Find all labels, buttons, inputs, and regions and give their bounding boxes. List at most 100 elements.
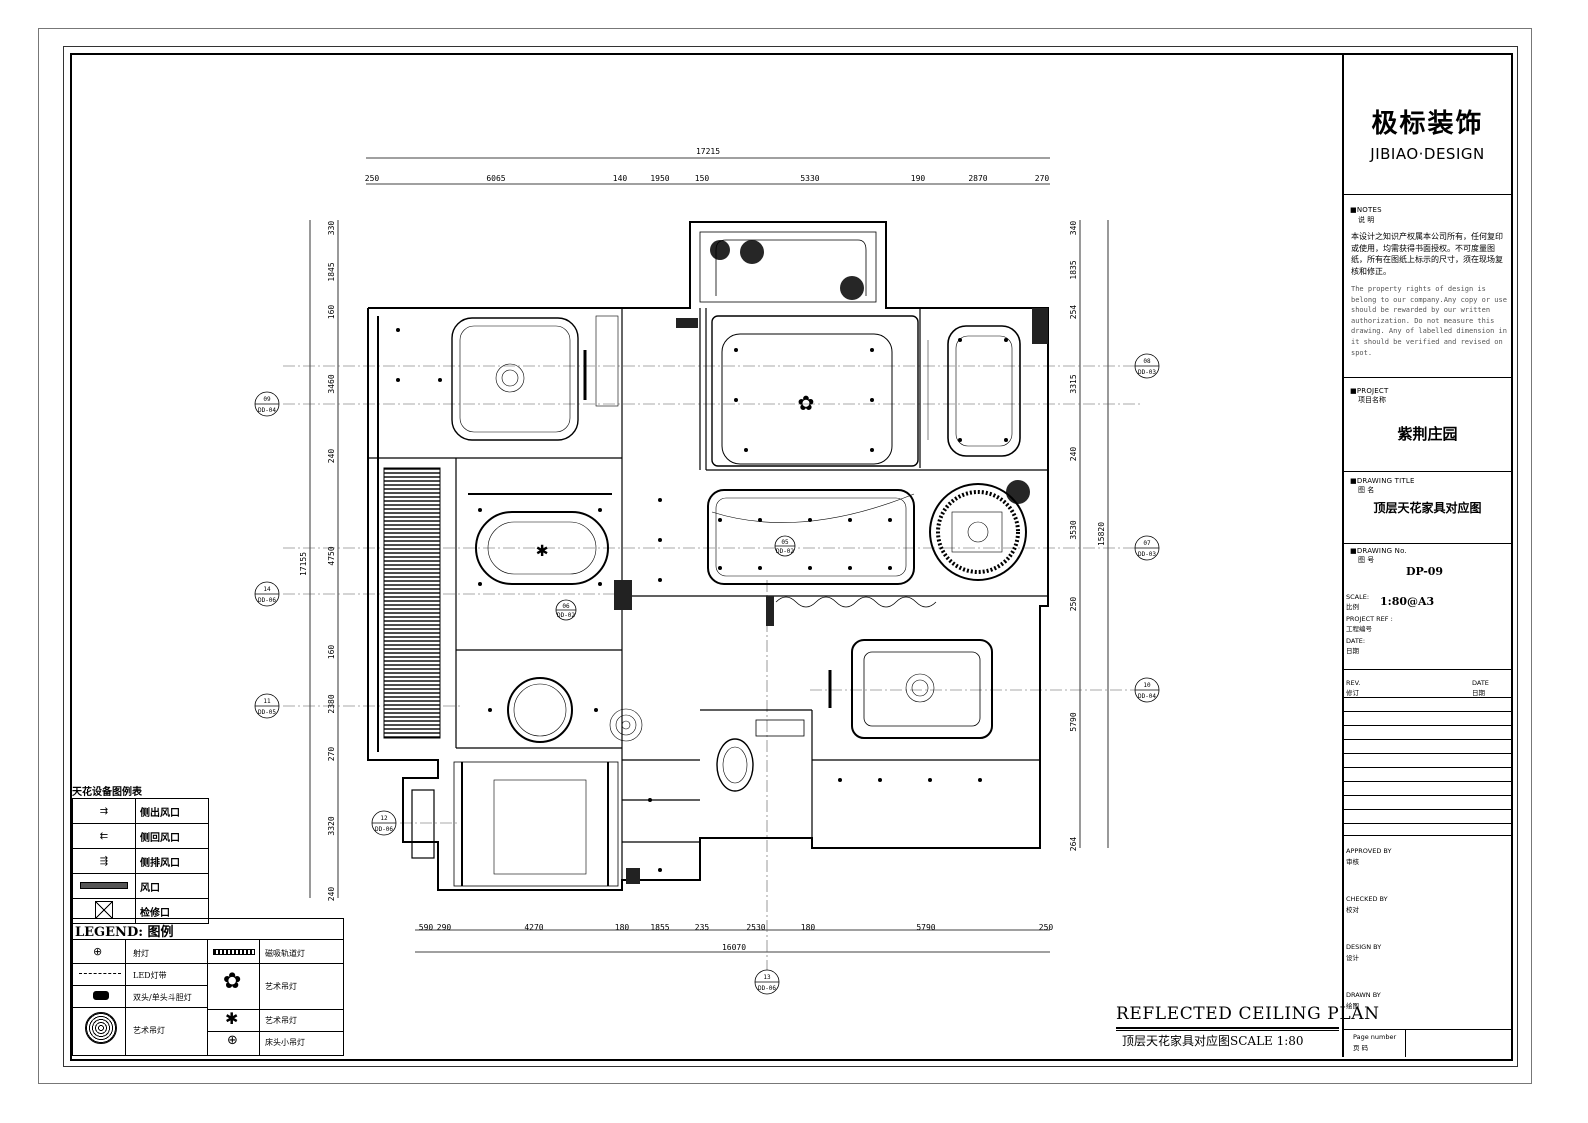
sheet-inner-border — [63, 46, 1518, 1067]
svg-text:DD-02: DD-02 — [557, 612, 575, 619]
svg-text:DD-06: DD-06 — [758, 985, 776, 992]
notes-label: ■NOTES — [1350, 206, 1382, 214]
lighting-legend-item: 射灯 — [133, 949, 149, 958]
lighting-legend-item: 磁吸轨道灯 — [265, 949, 305, 958]
project-ref-label: PROJECT REF : — [1346, 615, 1393, 623]
page-number-label: Page number — [1353, 1033, 1397, 1041]
dim-left: 3320 — [327, 816, 336, 835]
scale-label: SCALE: — [1346, 593, 1370, 601]
lighting-legend-item: 床头小吊灯 — [265, 1038, 305, 1047]
dim-bottom: 180 — [801, 923, 816, 932]
dim-bottom: 4270 — [524, 923, 543, 932]
project-name: 紫荆庄园 — [1397, 425, 1458, 443]
project-label: ■PROJECT — [1350, 387, 1389, 395]
dim-right: 1835 — [1069, 260, 1078, 279]
floor-plan: ✿ ✱ — [254, 147, 1160, 995]
dim-top: 140 — [613, 174, 628, 183]
dim-top: 5330 — [800, 174, 819, 183]
lighting-legend-item: 艺术吊灯 — [265, 982, 297, 991]
drawn-label: DRAWN BY — [1346, 991, 1381, 999]
equipment-legend-item: 检修口 — [135, 898, 209, 924]
equipment-legend-title: 天花设备图例表 — [72, 787, 142, 798]
lighting-legend-item: 双头/单头斗胆灯 — [133, 993, 192, 1002]
dim-left: 240 — [327, 449, 336, 464]
starburst-chandelier-plan: ✱ — [536, 537, 548, 561]
svg-text:10: 10 — [1143, 682, 1151, 689]
checked-label: CHECKED BY — [1346, 895, 1388, 903]
project-ref-label-cn: 工程编号 — [1346, 625, 1372, 633]
design-label-cn: 设计 — [1346, 954, 1359, 962]
plan-title-cn: 顶层天花家具对应图SCALE 1:80 — [1122, 1034, 1304, 1048]
lighting-legend-title: LEGEND: 图例 — [75, 925, 174, 940]
dim-left-total: 17155 — [299, 552, 308, 576]
dim-left: 3460 — [327, 374, 336, 393]
company-name-en: JIBIAO·DESIGN — [1370, 145, 1485, 163]
dim-right: 264 — [1069, 837, 1078, 852]
living-chandelier-icon: ✿ — [798, 387, 814, 417]
drawing-title-label-cn: 图 名 — [1358, 486, 1375, 494]
dim-right: 340 — [1069, 221, 1078, 236]
dim-left: 240 — [327, 887, 336, 902]
plan-title-en: REFLECTED CEILING PLAN — [1116, 1004, 1380, 1024]
svg-text:06: 06 — [562, 603, 570, 610]
design-label: DESIGN BY — [1346, 943, 1382, 951]
dim-left: 160 — [327, 305, 336, 320]
lighting-legend: LEGEND: 图例 ⊕ 射灯 LED灯带 双头/单头斗胆灯 艺术吊灯 磁吸轨道… — [72, 918, 344, 1056]
dim-left: 330 — [327, 221, 336, 236]
title-block: 极标装饰 JIBIAO·DESIGN ■NOTES 说 明 本设计之知识产权属本… — [1342, 53, 1511, 1057]
project-label-cn: 项目名称 — [1358, 396, 1386, 404]
svg-text:DD-06: DD-06 — [258, 597, 276, 604]
side-exhaust-vent-icon: ⇶ — [72, 848, 136, 874]
rev-date-label: DATE — [1472, 679, 1489, 687]
lighting-legend-item: LED灯带 — [133, 971, 167, 980]
svg-text:DD-03: DD-03 — [1138, 369, 1156, 376]
access-panel-icon — [72, 898, 136, 924]
drawing-title: 顶层天花家具对应图 — [1373, 501, 1482, 515]
dim-top: 6065 — [486, 174, 505, 183]
date-label: DATE: — [1346, 637, 1366, 645]
svg-text:12: 12 — [380, 815, 388, 822]
dim-left: 2380 — [327, 694, 336, 713]
notes-text-en: The property rights of design is belong … — [1351, 285, 1507, 357]
dim-top-total: 17215 — [696, 147, 720, 156]
sheet-outer-border — [38, 28, 1532, 1084]
dim-right: 250 — [1069, 597, 1078, 612]
scale-label-cn: 比例 — [1346, 603, 1359, 611]
svg-text:DD-05: DD-05 — [258, 709, 276, 716]
dim-right-total: 15820 — [1097, 522, 1106, 546]
vent-icon — [72, 873, 136, 899]
svg-text:DD-02: DD-02 — [776, 548, 794, 555]
svg-text:07: 07 — [1143, 540, 1151, 547]
side-supply-vent-icon: ⇉ — [72, 798, 136, 824]
dim-left: 1845 — [327, 262, 336, 281]
led-strip-icon — [79, 973, 121, 974]
drawing-no-label-cn: 图 号 — [1358, 556, 1375, 564]
svg-text:DD-04: DD-04 — [1138, 693, 1156, 700]
dim-right: 254 — [1069, 305, 1078, 320]
date-label-cn: 日期 — [1346, 647, 1359, 655]
grille-light-icon — [93, 991, 109, 1000]
track-light-icon — [213, 949, 255, 955]
approved-label-cn: 审核 — [1346, 858, 1359, 866]
drawing-frame — [70, 53, 1513, 1061]
dim-top: 190 — [911, 174, 926, 183]
dim-bottom: 250 — [1039, 923, 1054, 932]
rev-label-cn: 修订 — [1346, 689, 1359, 697]
dim-top: 2870 — [968, 174, 987, 183]
dim-bottom: 235 — [695, 923, 710, 932]
svg-text:DD-04: DD-04 — [258, 407, 276, 414]
dim-right: 3315 — [1069, 374, 1078, 393]
company-name-cn: 极标装饰 — [1371, 109, 1484, 139]
svg-text:DD-03: DD-03 — [1138, 551, 1156, 558]
notes-label-cn: 说 明 — [1358, 216, 1375, 224]
dim-bottom: 1855 — [650, 923, 669, 932]
